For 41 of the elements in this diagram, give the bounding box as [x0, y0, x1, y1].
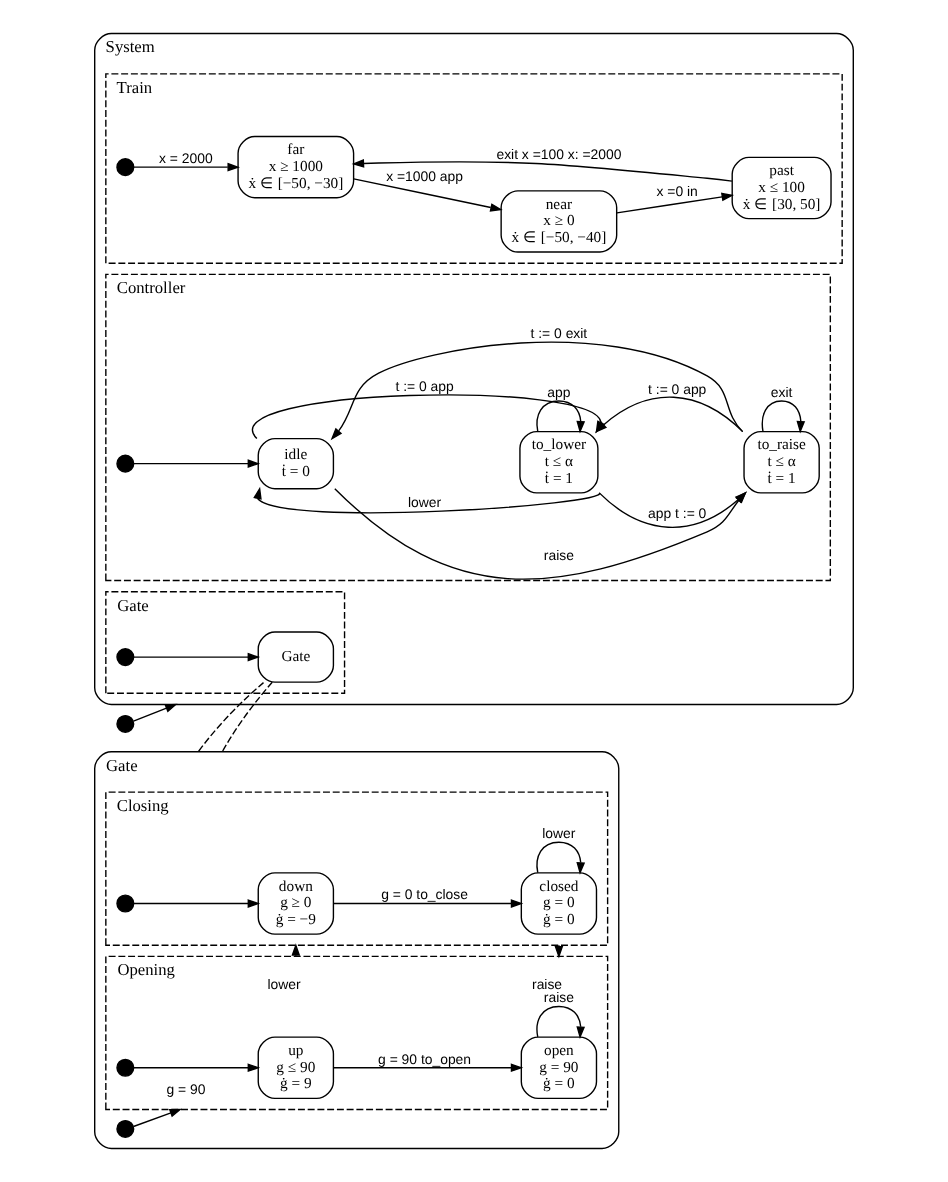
node-box: near x ≥ 0 ẋ ∈ [−50, −40] — [500, 190, 618, 253]
node-circle — [116, 1058, 135, 1077]
connector — [221, 681, 273, 753]
arrow — [330, 341, 744, 441]
node-circle — [116, 894, 135, 913]
node-box: to_lower t ≤ α ṫ = 1 — [519, 430, 599, 494]
node-box: Gate — [257, 631, 335, 683]
node-circle — [116, 714, 135, 733]
arrow — [253, 486, 600, 514]
arrow — [536, 841, 586, 875]
node-box: up g ≤ 90 ġ = 9 — [257, 1036, 335, 1100]
arrow — [761, 400, 806, 434]
arrow — [616, 192, 735, 214]
arrow — [133, 459, 261, 469]
arrow — [133, 162, 240, 172]
arrow — [132, 1108, 183, 1128]
arrow — [133, 899, 261, 908]
arrow — [351, 159, 733, 182]
node-box: far x ≥ 1000 ẋ ∈ [−50, −30] — [237, 135, 355, 199]
node-circle — [116, 648, 135, 667]
node-box: past x ≤ 100 ẋ ∈ [30, 50] — [731, 156, 832, 220]
arrow — [332, 1063, 524, 1073]
node-box: closed g = 0 ġ = 0 — [520, 872, 598, 935]
arrow — [332, 899, 524, 908]
node-box: open g = 90 ġ = 0 — [520, 1036, 598, 1100]
arrow — [598, 491, 747, 528]
arrow — [334, 488, 747, 580]
node-box: idle ṫ = 0 — [257, 437, 335, 490]
arrow — [554, 944, 564, 959]
node-circle — [116, 1119, 135, 1139]
node-box: to_raise t ≤ α ṫ = 1 — [743, 430, 820, 494]
arrow — [353, 178, 503, 212]
arrow — [536, 400, 586, 434]
connector — [197, 681, 265, 753]
node-circle — [116, 454, 135, 473]
node-circle — [116, 158, 135, 177]
node-box: down g ≥ 0 ġ = −9 — [257, 872, 335, 935]
arrow — [132, 703, 178, 722]
arrow — [536, 1005, 586, 1039]
arrow — [133, 1063, 261, 1073]
arrow — [133, 652, 261, 662]
